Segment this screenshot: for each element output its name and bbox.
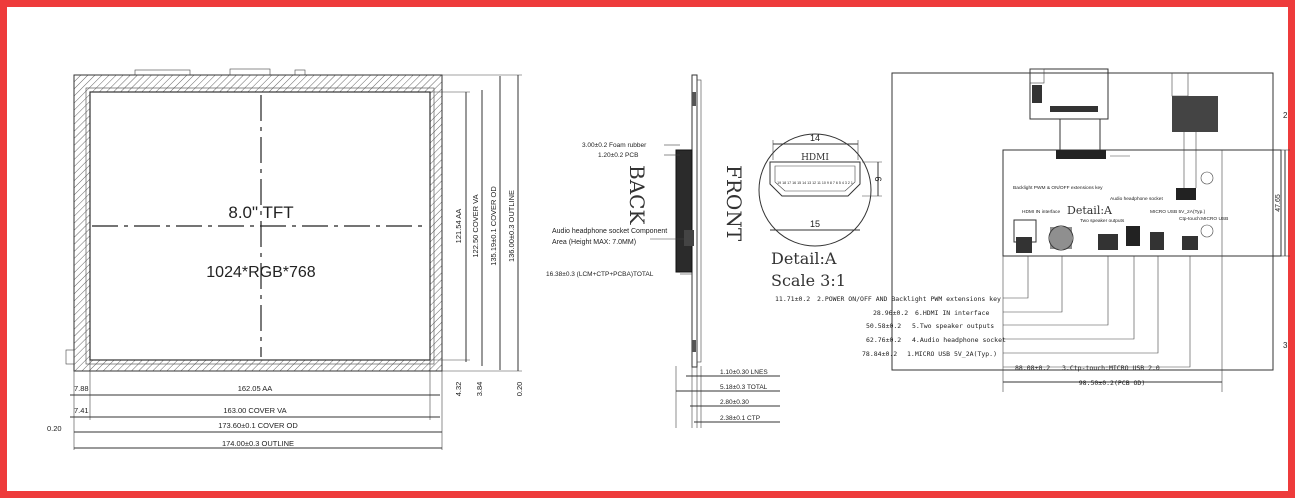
front-label: FRONT: [722, 165, 746, 242]
detail-a-hdmi: 14 HDMI 19 18 17 16 15 14 13 12 11 10 9 …: [758, 133, 883, 290]
dim-bottom-2: 162.05 AA: [238, 384, 273, 393]
pcb-label-backlight: Backlight PWM & ON/OFF extensions key: [1013, 185, 1103, 191]
panel-front-view: 8.0" TFT 1024*RGB*768 7.88 162.05 AA 7.4…: [47, 68, 524, 450]
pcb-label-audio: Audio headphone socket: [1110, 196, 1163, 202]
dim-bottom-6: 173.60±0.1 COVER OD: [218, 421, 298, 430]
detail-bottom-dim: 15: [810, 219, 820, 229]
dim-bottom-3: 7.41: [74, 406, 89, 415]
pcb-label-hdmi: HDMI IN interface: [1022, 209, 1060, 215]
edge-mark-top: 2: [1283, 111, 1288, 120]
edge-mark-bottom: 3: [1283, 341, 1288, 350]
connector-label: HDMI: [801, 153, 829, 163]
dim-right-4: 136.00±0.3 OUTLINE: [507, 190, 516, 262]
pcb-label-ctp: Ctp-touch:MICRO USB: [1179, 216, 1228, 222]
dim-right-7: 0.20: [515, 382, 524, 397]
callout-3-text: 5.Two speaker outputs: [912, 322, 994, 330]
detail-title: Detail:A: [771, 249, 837, 268]
pcb-back-view: Backlight PWM & ON/OFF extensions key HD…: [775, 68, 1290, 392]
panel-title: 8.0" TFT: [228, 203, 293, 222]
dim-right-2: 122.50 COVER VA: [471, 194, 480, 257]
detail-top-dim: 14: [810, 133, 820, 143]
callout-1-value: 11.71±0.2: [775, 295, 810, 303]
dim-right-6: 3.84: [475, 382, 484, 397]
side-dim-2: 5.18±0.3 TOTAL: [720, 384, 768, 391]
dim-right-5: 4.32: [454, 382, 463, 397]
callout-4-value: 62.76±0.2: [866, 336, 901, 344]
detail-side-dim: 6: [873, 176, 883, 181]
callout-2-value: 28.96±0.2: [873, 309, 908, 317]
dim-bottom-1: 7.88: [74, 384, 89, 393]
side-view: 3.00±0.2 Foam rubber 1.20±0.2 PCB Audio …: [546, 74, 780, 428]
pcb-label-detail: Detail:A: [1067, 204, 1113, 217]
back-label: BACK: [625, 165, 649, 225]
pcb-label-microusb: MICRO USB 5V_2A(Typ.): [1150, 209, 1206, 215]
pcb-label-speaker: Two speaker outputs: [1080, 218, 1125, 224]
callout-6-value: 88.08±0.2: [1015, 364, 1050, 372]
dim-bottom-4: 163.00 COVER VA: [223, 406, 286, 415]
dim-right-3: 135.19±0.1 COVER OD: [489, 186, 498, 266]
pcb-od-dim: 98.50±0.2(PCB OD): [1079, 379, 1146, 387]
pcb-right-dim: 47.65: [1275, 194, 1282, 212]
dim-bottom-7: 174.00±0.3 OUTLINE: [222, 439, 294, 448]
side-dim-1: 1.10±0.30 LNES: [720, 369, 768, 376]
side-label-audio-1: Audio headphone socket Component: [552, 228, 667, 235]
side-label-pcb: 1.20±0.2 PCB: [598, 152, 638, 159]
side-label-foam: 3.00±0.2 Foam rubber: [582, 142, 647, 149]
side-label-total: 16.38±0.3 (LCM+CTP+PCBA)TOTAL: [546, 271, 654, 278]
detail-scale: Scale 3:1: [771, 271, 846, 290]
callout-1-text: 2.POWER ON/OFF AND Backlight PWM extensi…: [817, 295, 1001, 303]
dim-bottom-5: 0.20: [47, 424, 62, 433]
callout-2-text: 6.HDMI IN interface: [915, 309, 989, 317]
callout-5-text: 1.MICRO USB 5V_2A(Typ.): [907, 350, 997, 358]
callout-3-value: 50.58±0.2: [866, 322, 901, 330]
side-dim-4: 2.38±0.1 CTP: [720, 415, 760, 422]
callout-5-value: 78.84±0.2: [862, 350, 897, 358]
side-dim-3: 2.80±0.30: [720, 399, 749, 406]
callout-6-text: 3.Ctp-touch:MICRO USB 2.0: [1062, 364, 1160, 372]
panel-resolution: 1024*RGB*768: [206, 264, 316, 281]
connector-pins: 19 18 17 16 15 14 13 12 11 10 9 8 7 6 5 …: [777, 181, 853, 185]
callout-4-text: 4.Audio headphone socket: [912, 336, 1006, 344]
dim-right-1: 121.54 AA: [454, 209, 463, 244]
side-label-audio-2: Area (Height MAX: 7.0MM): [552, 239, 636, 246]
